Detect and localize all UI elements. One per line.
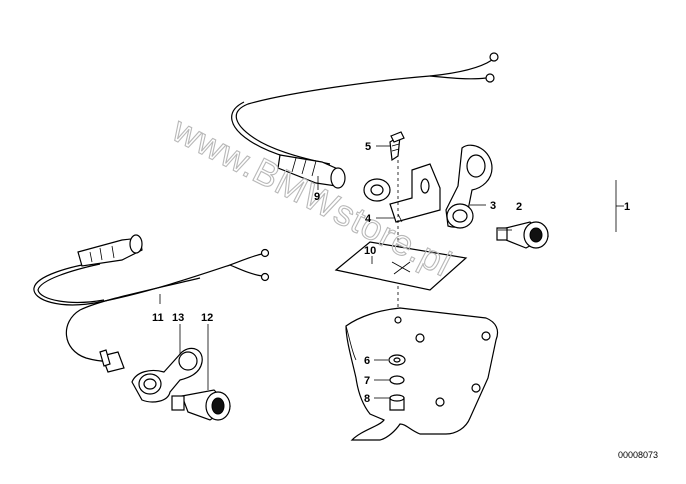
socket-upper bbox=[496, 221, 550, 249]
part-label-2: 2 bbox=[516, 201, 522, 213]
socket-cap-upper bbox=[445, 144, 493, 229]
part-label-10: 10 bbox=[364, 245, 376, 257]
part-labels: 1 2 3 4 5 6 7 8 9 10 11 12 13 bbox=[152, 141, 630, 405]
part-label-11: 11 bbox=[152, 312, 164, 324]
housing bbox=[345, 307, 499, 441]
diagram-code: 00008073 bbox=[618, 450, 658, 460]
cable-assembly-lower bbox=[33, 234, 270, 373]
part-label-6: 6 bbox=[364, 355, 370, 367]
socket-lower bbox=[171, 389, 231, 421]
part-label-4: 4 bbox=[365, 213, 372, 225]
part-label-7: 7 bbox=[364, 375, 370, 387]
part-label-3: 3 bbox=[490, 200, 496, 212]
part-label-9: 9 bbox=[314, 191, 320, 203]
part-label-5: 5 bbox=[365, 141, 371, 153]
bracket-assembly bbox=[363, 131, 441, 320]
cable-assembly-upper bbox=[231, 52, 499, 189]
gasket-plate bbox=[334, 241, 468, 291]
fastener-stack bbox=[388, 354, 406, 411]
part-label-1: 1 bbox=[624, 201, 630, 213]
part-label-12: 12 bbox=[201, 312, 213, 324]
part-label-8: 8 bbox=[364, 393, 370, 405]
part-label-13: 13 bbox=[172, 312, 184, 324]
leader-lines bbox=[159, 145, 624, 399]
socket-cap-lower bbox=[131, 347, 203, 403]
